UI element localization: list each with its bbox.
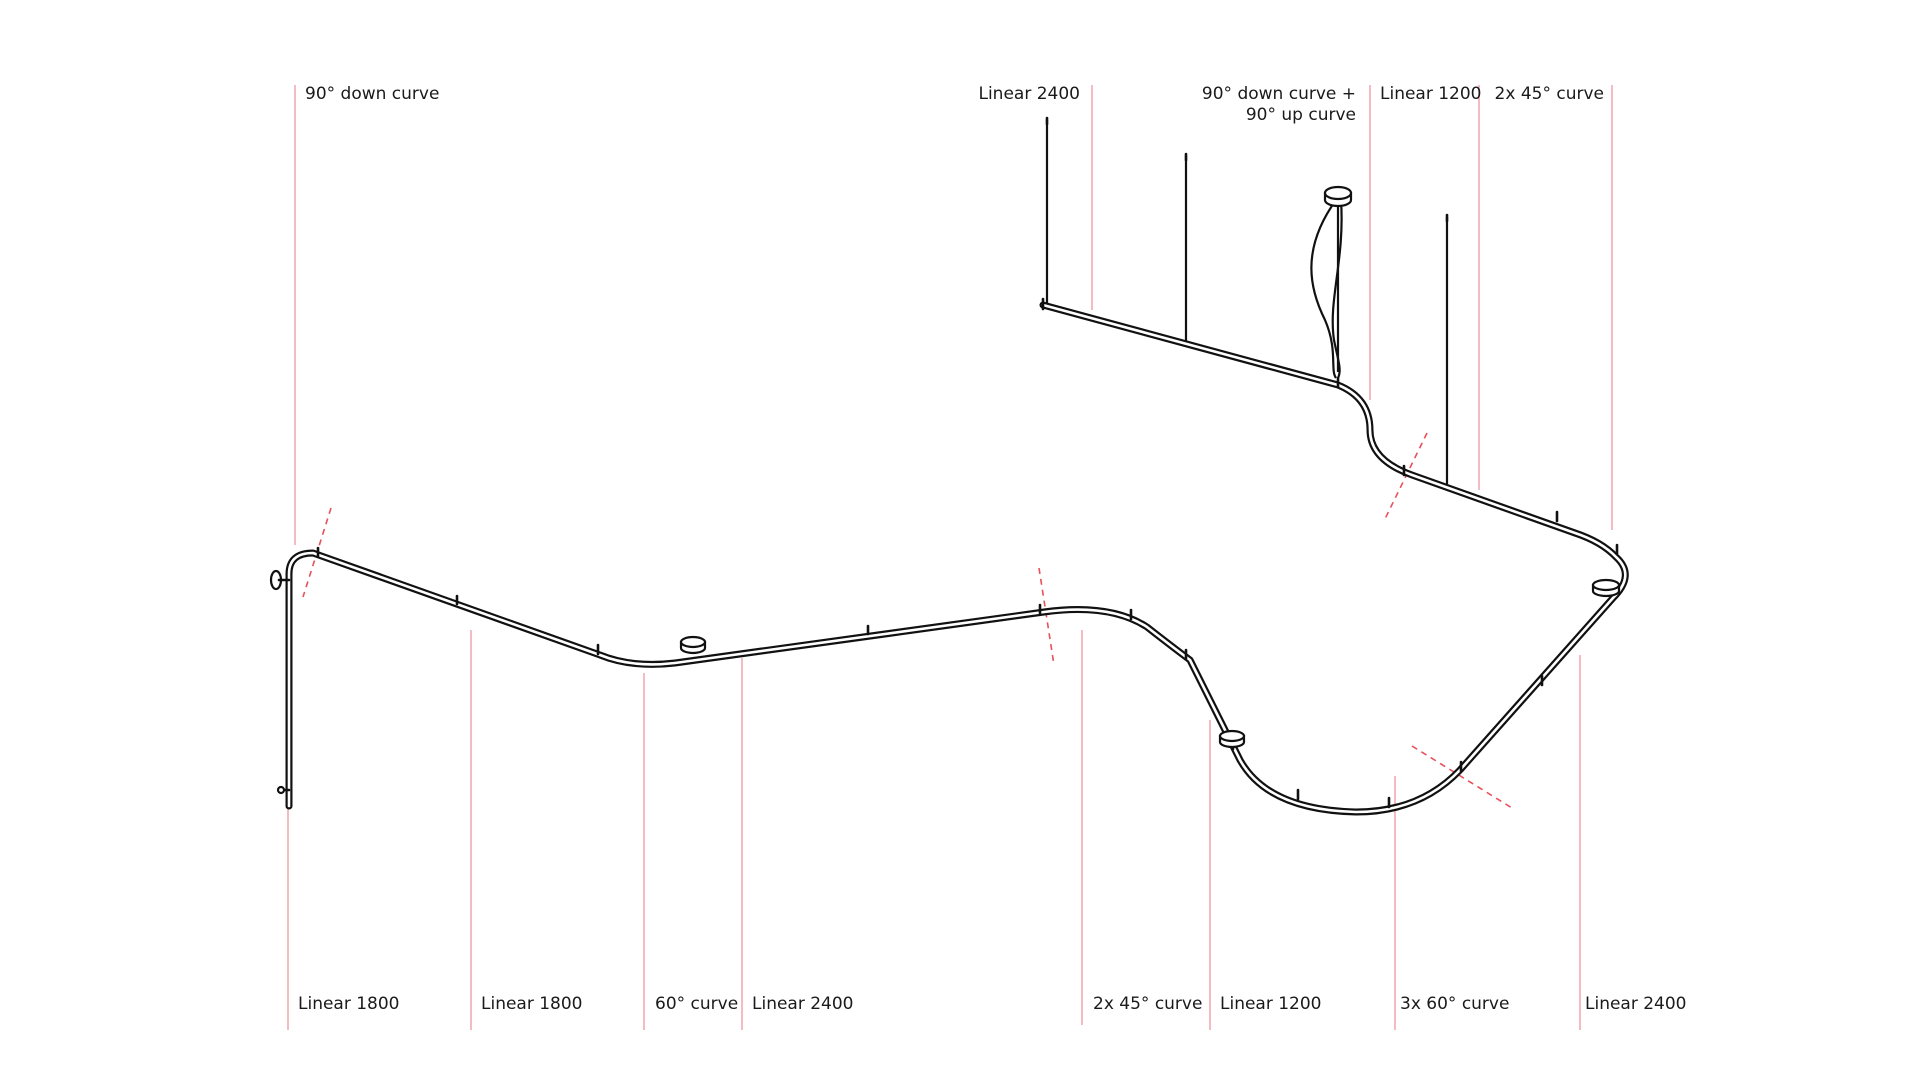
cut-mark-lower-right	[1411, 745, 1513, 809]
label-top-linear-2400: Linear 2400	[978, 84, 1080, 104]
top-labels: 90° down curve Linear 2400 90° down curv…	[305, 84, 1604, 125]
canopy-top	[1323, 185, 1353, 201]
label-3x60-curve: 3x 60° curve	[1400, 994, 1509, 1014]
top-leader-lines	[294, 85, 1613, 545]
ceiling-canopy	[1323, 185, 1353, 208]
label-top-2x45-curve: 2x 45° curve	[1495, 84, 1604, 104]
wall-mount-bottom	[276, 785, 286, 795]
track-system	[285, 301, 1629, 816]
label-linear-2400-a: Linear 2400	[752, 994, 854, 1014]
label-top-down-up-line1: 90° down curve +	[1202, 84, 1356, 104]
cut-marks	[302, 432, 1513, 809]
label-linear-1800-b: Linear 1800	[481, 994, 583, 1014]
label-linear-2400-b: Linear 2400	[1585, 994, 1687, 1014]
label-60-curve: 60° curve	[655, 994, 738, 1014]
track-canopies	[679, 578, 1621, 749]
track-joints	[316, 297, 1619, 809]
bottom-labels: Linear 1800 Linear 1800 60° curve Linear…	[298, 994, 1687, 1014]
track-main-outer	[285, 301, 1629, 816]
cut-mark-middle	[1038, 567, 1055, 666]
label-top-90-down-curve: 90° down curve	[305, 84, 439, 104]
label-linear-1800-a: Linear 1800	[298, 994, 400, 1014]
label-top-linear-1200: Linear 1200	[1380, 84, 1482, 104]
bottom-leader-lines	[287, 630, 1581, 1030]
label-top-down-up-line2: 90° up curve	[1246, 105, 1356, 125]
feed-canopy-3	[1591, 578, 1621, 592]
feed-canopy-2	[1218, 729, 1246, 743]
suspension-wires	[1045, 116, 1449, 484]
wall-mounts	[269, 569, 291, 795]
power-cable-2	[1331, 199, 1343, 379]
power-cable	[1310, 199, 1337, 379]
track-main-inner	[287, 303, 1627, 814]
label-linear-1200: Linear 1200	[1220, 994, 1322, 1014]
feed-canopy-1	[679, 635, 707, 649]
cut-mark-upper-right	[1383, 432, 1428, 522]
label-2x45-curve: 2x 45° curve	[1093, 994, 1202, 1014]
